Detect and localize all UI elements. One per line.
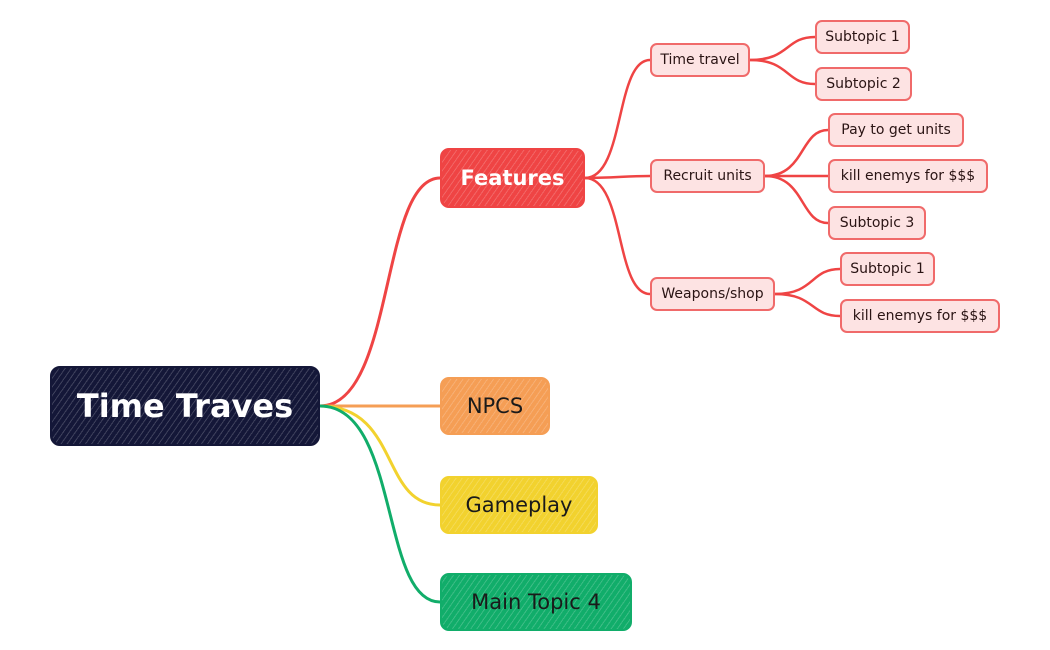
- root-topic-node[interactable]: Time Traves: [50, 366, 320, 446]
- main-topic-main-topic-4[interactable]: Main Topic 4: [440, 573, 632, 631]
- subtopic-recruit-units-label: Recruit units: [663, 168, 752, 184]
- connector-weapons-shop-subtopic-1: [773, 267, 842, 296]
- connector-recruit-units-pay: [763, 128, 830, 178]
- connector-features-time-travel: [583, 58, 652, 180]
- leaf-recruit-units-kill-enemys[interactable]: kill enemys for $$$: [828, 159, 988, 193]
- connector-features-recruit-units: [583, 174, 652, 180]
- connector-root-gameplay: [318, 404, 442, 507]
- leaf-recruit-units-subtopic-3[interactable]: Subtopic 3: [828, 206, 926, 240]
- leaf-recruit-units-kill-enemys-label: kill enemys for $$$: [840, 168, 976, 184]
- subtopic-weapons-shop[interactable]: Weapons/shop: [650, 277, 775, 311]
- root-topic-label: Time Traves: [76, 387, 294, 425]
- main-topic-features[interactable]: Features: [440, 148, 585, 208]
- subtopic-time-travel[interactable]: Time travel: [650, 43, 750, 77]
- connector-time-travel-subtopic-1: [748, 35, 817, 62]
- main-topic-main-topic-4-label: Main Topic 4: [471, 590, 601, 614]
- connector-features-weapons-shop: [583, 176, 652, 296]
- connector-weapons-shop-kill: [773, 292, 842, 318]
- leaf-time-travel-subtopic-2-label: Subtopic 2: [826, 76, 901, 92]
- main-topic-npcs-label: NPCS: [466, 394, 524, 418]
- connector-recruit-units-subtopic-3: [763, 174, 830, 225]
- leaf-recruit-units-pay-to-get-units-label: Pay to get units: [841, 122, 951, 138]
- leaf-time-travel-subtopic-2[interactable]: Subtopic 2: [815, 67, 912, 101]
- leaf-recruit-units-pay-to-get-units[interactable]: Pay to get units: [828, 113, 964, 147]
- leaf-time-travel-subtopic-1[interactable]: Subtopic 1: [815, 20, 910, 54]
- leaf-weapons-shop-kill-enemys[interactable]: kill enemys for $$$: [840, 299, 1000, 333]
- connector-time-travel-subtopic-2: [748, 58, 817, 86]
- leaf-weapons-shop-subtopic-1-label: Subtopic 1: [850, 261, 925, 277]
- subtopic-weapons-shop-label: Weapons/shop: [661, 286, 764, 302]
- main-topic-gameplay[interactable]: Gameplay: [440, 476, 598, 534]
- connector-root-main-topic-4: [318, 404, 442, 604]
- leaf-recruit-units-subtopic-3-label: Subtopic 3: [839, 215, 915, 231]
- leaf-time-travel-subtopic-1-label: Subtopic 1: [825, 29, 900, 45]
- connector-root-features: [318, 176, 442, 408]
- leaf-weapons-shop-subtopic-1[interactable]: Subtopic 1: [840, 252, 935, 286]
- main-topic-npcs[interactable]: NPCS: [440, 377, 550, 435]
- main-topic-features-label: Features: [460, 166, 565, 190]
- main-topic-gameplay-label: Gameplay: [465, 493, 573, 517]
- leaf-weapons-shop-kill-enemys-label: kill enemys for $$$: [852, 308, 988, 324]
- subtopic-recruit-units[interactable]: Recruit units: [650, 159, 765, 193]
- subtopic-time-travel-label: Time travel: [660, 52, 740, 68]
